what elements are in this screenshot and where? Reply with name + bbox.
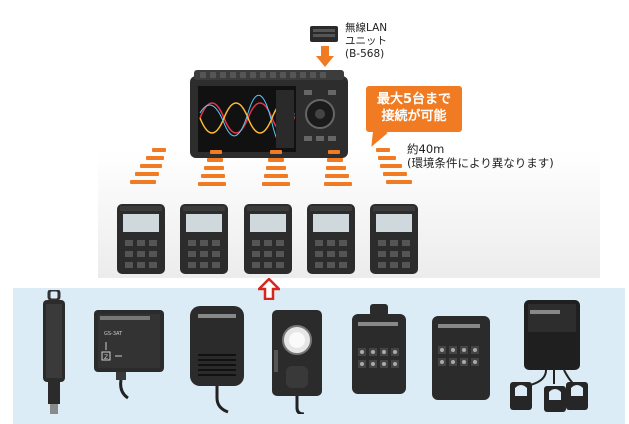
svg-text:Z: Z: [104, 354, 108, 361]
range-note: 約40m (環境条件により異なります): [407, 142, 554, 170]
radio-wave-icon: [196, 150, 232, 200]
illuminance-sensor: [272, 310, 322, 414]
wireless-terminal-unit: [244, 204, 292, 274]
svg-text:GS-3AT: GS-3AT: [104, 331, 123, 337]
up-arrow-icon: [258, 278, 280, 300]
wireless-terminal-unit: [370, 204, 418, 274]
main-data-logger: [190, 70, 348, 158]
max-connection-callout: 最大5台まで 接続が可能: [366, 86, 462, 132]
pulse-input-terminal: [432, 316, 490, 400]
radio-wave-icon: [376, 148, 416, 198]
wlan-unit-icon: [310, 26, 338, 42]
analog-input-terminal: [352, 304, 406, 394]
wireless-terminal-unit: [117, 204, 165, 274]
ct-sensor-unit: [510, 300, 588, 412]
humidity-sensor: [190, 306, 244, 414]
radio-wave-icon: [318, 150, 354, 200]
wireless-terminal-unit: [180, 204, 228, 274]
wlan-unit-label: 無線LAN ユニット (B-568): [345, 22, 388, 60]
radio-wave-icon: [258, 150, 294, 200]
wireless-terminal-unit: [307, 204, 355, 274]
radio-wave-icon: [130, 148, 166, 198]
acceleration-sensor: GS-3AT Z: [94, 310, 164, 400]
down-arrow-icon: [316, 46, 334, 67]
temperature-sensor-probe: [43, 290, 65, 414]
